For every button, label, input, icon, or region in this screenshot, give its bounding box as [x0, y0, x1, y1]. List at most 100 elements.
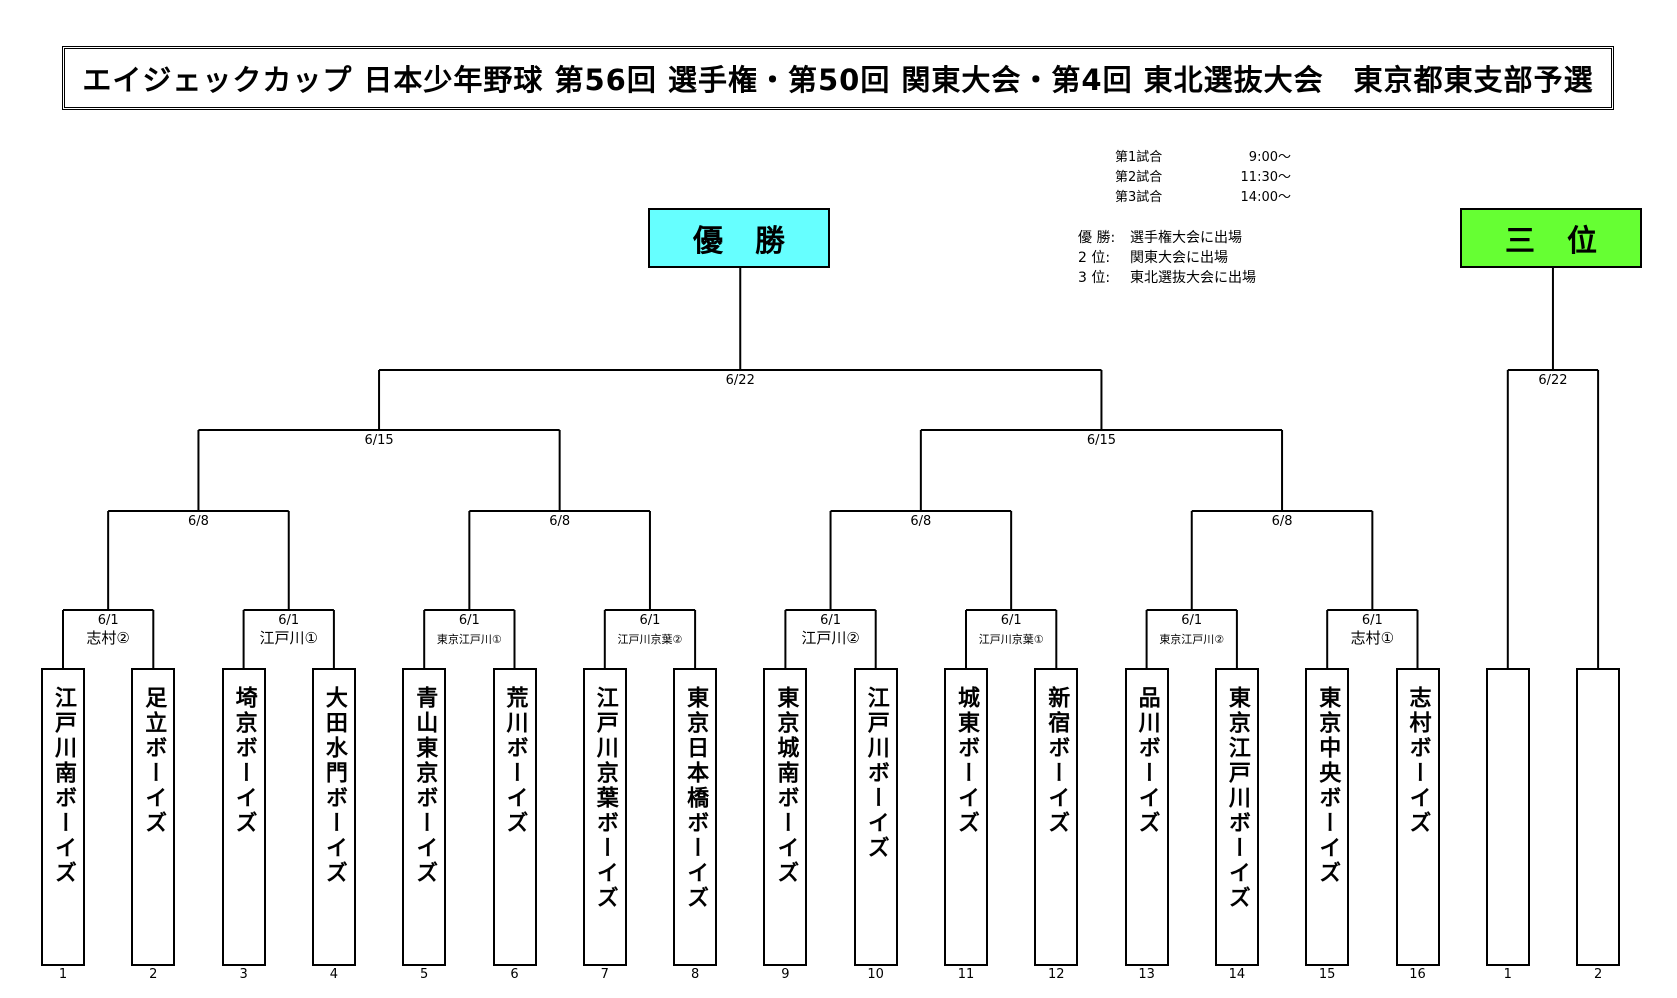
team-name: 東京日本橋ボーイズ: [683, 686, 709, 911]
round1-venue: 江戸川京葉②: [618, 632, 683, 646]
team-name: 東京江戸川ボーイズ: [1224, 686, 1250, 911]
match-schedule: 第1試合 9:00～ 第2試合 11:30～ 第3試合 14:00～: [1115, 148, 1291, 208]
note-row: 優 勝: 選手権大会に出場: [1078, 228, 1256, 248]
round1-date: 6/1: [459, 613, 480, 628]
round2-date: 6/8: [1272, 514, 1293, 529]
seed-number: 12: [1048, 967, 1065, 982]
seed-number: 10: [867, 967, 884, 982]
schedule-time: 9:00～: [1248, 150, 1291, 165]
seed-number: 6: [510, 967, 519, 982]
team-slot: 志村ボーイズ: [1395, 668, 1440, 966]
schedule-label: 第3試合: [1115, 190, 1163, 205]
team-name: 江戸川ボーイズ: [863, 686, 889, 861]
seed-number: 14: [1228, 967, 1246, 982]
seed-number: 1: [1503, 967, 1512, 982]
schedule-row: 第1試合 9:00～: [1115, 148, 1291, 168]
title-banner: エイジェックカップ 日本少年野球 第56回 選手権・第50回 関東大会・第4回 …: [62, 46, 1614, 110]
round1-date: 6/1: [1181, 613, 1202, 628]
final-date: 6/22: [726, 373, 755, 388]
seed-number: 2: [149, 967, 158, 982]
round2-date: 6/8: [910, 514, 931, 529]
note-text: 選手権大会に出場: [1130, 230, 1242, 246]
team-slot: 埼京ボーイズ: [221, 668, 266, 966]
schedule-row: 第3試合 14:00～: [1115, 188, 1291, 208]
team-name: 品川ボーイズ: [1134, 686, 1160, 836]
team-slot: 大田水門ボーイズ: [311, 668, 356, 966]
team-name: 江戸川京葉ボーイズ: [592, 686, 618, 911]
team-name: 新宿ボーイズ: [1044, 686, 1070, 836]
team-name: 埼京ボーイズ: [231, 686, 257, 836]
round1-date: 6/1: [1362, 613, 1383, 628]
team-name: 東京中央ボーイズ: [1315, 686, 1341, 886]
team-slot: 江戸川京葉ボーイズ: [582, 668, 627, 966]
seed-number: 3: [239, 967, 248, 982]
team-slot: 東京城南ボーイズ: [763, 668, 808, 966]
team-name: 青山東京ボーイズ: [412, 686, 438, 886]
round1-venue: 江戸川京葉①: [979, 632, 1044, 646]
round1-venue: 東京江戸川②: [1159, 632, 1224, 646]
seed-number: 1: [58, 967, 68, 982]
round1-date: 6/1: [98, 613, 119, 628]
seed-number: 11: [957, 967, 975, 982]
team-slot: 東京江戸川ボーイズ: [1214, 668, 1259, 966]
seed-number: 8: [690, 967, 700, 982]
team-name: 大田水門ボーイズ: [321, 686, 347, 886]
seed-number: 5: [420, 967, 429, 982]
round1-date: 6/1: [820, 613, 841, 628]
schedule-label: 第2試合: [1115, 170, 1163, 185]
note-text: 東北選抜大会に出場: [1130, 270, 1256, 286]
team-slot: 荒川ボーイズ: [492, 668, 537, 966]
third-place-slot: [1576, 668, 1621, 966]
round2-date: 6/8: [188, 514, 209, 529]
note-rank: 2 位:: [1078, 250, 1111, 266]
round1-date: 6/1: [1001, 613, 1022, 628]
team-slot: 城東ボーイズ: [944, 668, 988, 966]
round1-date: 6/1: [278, 613, 299, 628]
team-slot: 青山東京ボーイズ: [402, 668, 447, 966]
seed-number: 9: [781, 967, 790, 982]
round2-date: 6/8: [549, 514, 570, 529]
team-name: 城東ボーイズ: [954, 686, 979, 836]
third-place-date: 6/22: [1538, 373, 1567, 388]
schedule-label: 第1試合: [1115, 150, 1163, 165]
team-name: 志村ボーイズ: [1405, 686, 1431, 836]
seed-number: 16: [1409, 967, 1426, 982]
round1-venue: 東京江戸川①: [437, 632, 502, 646]
note-row: 3 位: 東北選抜大会に出場: [1078, 268, 1256, 288]
team-name: 荒川ボーイズ: [502, 686, 528, 836]
team-name: 東京城南ボーイズ: [773, 686, 799, 886]
seed-number: 13: [1138, 967, 1155, 982]
page-title: エイジェックカップ 日本少年野球 第56回 選手権・第50回 関東大会・第4回 …: [82, 63, 1594, 97]
round1-venue: 志村②: [86, 629, 129, 647]
schedule-row: 第2試合 11:30～: [1115, 168, 1291, 188]
champion-label: 優勝: [693, 224, 817, 259]
team-slot: 江戸川ボーイズ: [853, 668, 898, 966]
note-rank: 優 勝:: [1078, 230, 1116, 246]
third-place-label: 三位: [1505, 224, 1629, 259]
round1-venue: 江戸川①: [260, 629, 318, 647]
team-slot: 足立ボーイズ: [131, 668, 176, 966]
team-slot: 東京日本橋ボーイズ: [673, 668, 718, 966]
third-place-box: 三位: [1460, 208, 1642, 268]
note-text: 関東大会に出場: [1130, 250, 1228, 266]
team-slot: 江戸川南ボーイズ: [41, 668, 85, 966]
third-place-slot: [1485, 668, 1530, 966]
round1-venue: 江戸川②: [801, 629, 859, 647]
champion-box: 優勝: [648, 208, 830, 268]
semifinal-date: 6/15: [364, 433, 393, 448]
note-row: 2 位: 関東大会に出場: [1078, 248, 1256, 268]
schedule-time: 14:00～: [1240, 190, 1291, 205]
schedule-time: 11:30～: [1240, 170, 1291, 185]
team-name: 江戸川南ボーイズ: [51, 686, 76, 886]
round1-date: 6/1: [639, 613, 660, 628]
qualification-notes: 優 勝: 選手権大会に出場 2 位: 関東大会に出場 3 位: 東北選抜大会に出…: [1078, 228, 1256, 288]
seed-number: 2: [1593, 967, 1603, 982]
round1-venue: 志村①: [1351, 629, 1394, 647]
semifinal-date: 6/15: [1087, 433, 1116, 448]
team-name: 足立ボーイズ: [141, 686, 167, 836]
team-slot: 新宿ボーイズ: [1034, 668, 1079, 966]
seed-number: 4: [329, 967, 339, 982]
seed-number: 15: [1318, 967, 1336, 982]
